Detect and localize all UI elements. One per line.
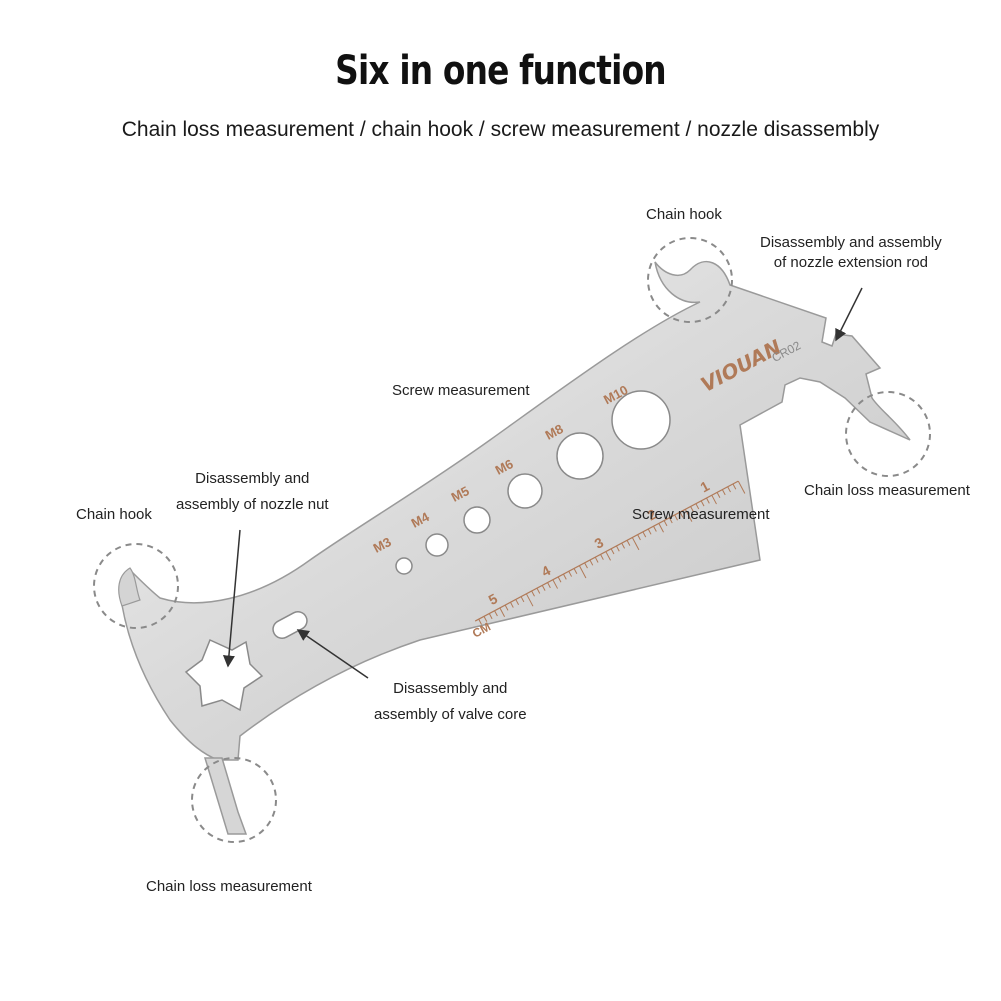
label-valve-core-line2: assembly of valve core: [374, 706, 527, 723]
ruler-tick: [658, 523, 664, 533]
arrow-nozzle-rod: [835, 287, 863, 342]
label-nozzle-rod-line1: Disassembly and assembly: [760, 234, 942, 251]
ruler-tick: [573, 568, 578, 574]
ruler-tick: [621, 542, 625, 549]
page-subtitle: Chain loss measurement / chain hook / sc…: [121, 118, 880, 141]
label-chain-loss-bottom: Chain loss measurement: [146, 878, 312, 895]
hole-m5: [463, 506, 491, 534]
highlight-chain-loss-right: [845, 391, 931, 477]
label-nozzle-nut-line2: assembly of nozzle nut: [176, 496, 329, 513]
ruler-tick: [488, 613, 493, 620]
ruler-tick: [483, 616, 488, 622]
ruler-tick: [536, 587, 541, 594]
hole-label-m8: M8: [543, 421, 566, 443]
label-chain-hook-top: Chain hook: [646, 206, 722, 223]
ruler-tick: [690, 506, 694, 513]
ruler-tick: [695, 503, 700, 510]
ruler-tick: [711, 494, 717, 505]
ruler-tick: [515, 599, 520, 605]
ruler-tick: [525, 593, 534, 607]
nozzle-nut-cutout: [184, 638, 264, 712]
label-nozzle-nut: Disassembly and assembly of nozzle nut: [176, 466, 329, 518]
ruler-tick: [478, 618, 482, 625]
ruler-tick: [499, 607, 506, 617]
screw-holes: [395, 390, 671, 575]
highlight-chain-hook-top: [647, 237, 733, 323]
ruler-tick: [700, 500, 705, 507]
label-valve-core: Disassembly and assembly of valve core: [374, 676, 527, 728]
ruler-tick: [594, 556, 599, 563]
ruler-tick: [626, 540, 631, 546]
ruler-tick: [615, 545, 620, 552]
ruler-tick: [737, 480, 746, 494]
hole-label-m5: M5: [449, 483, 472, 505]
ruler-tick: [706, 497, 710, 504]
ruler-tick: [494, 610, 498, 617]
highlight-chain-loss-bottom: [191, 757, 277, 843]
ruler-tick: [531, 590, 535, 597]
label-nozzle-nut-line1: Disassembly and: [195, 470, 310, 487]
label-nozzle-rod-line2: of nozzle extension rod: [773, 254, 928, 271]
ruler-tick: [600, 554, 604, 560]
chain-hook-left-tip: [118, 567, 141, 607]
ruler-tick: [557, 576, 562, 583]
page-title: Six in one function: [335, 48, 666, 94]
highlight-chain-hook-left: [93, 543, 179, 629]
hole-m6: [507, 473, 543, 509]
ruler-tick: [674, 514, 678, 521]
ruler-tick: [568, 571, 573, 577]
arrow-nozzle-nut: [222, 529, 241, 668]
ruler-tick: [663, 520, 668, 527]
ruler-tick: [578, 565, 587, 579]
label-chain-hook-left: Chain hook: [76, 506, 152, 523]
ruler-tick: [631, 537, 640, 551]
hole-m4: [425, 533, 449, 557]
ruler-tick: [721, 489, 726, 496]
ruler-tick: [679, 511, 684, 518]
hole-m10: [611, 390, 671, 450]
ruler-tick: [589, 559, 594, 566]
ruler-tick: [520, 596, 525, 603]
ruler-tick: [668, 517, 673, 524]
hole-m8: [556, 432, 604, 480]
hole-m3: [395, 557, 413, 575]
ruler-tick: [684, 509, 693, 522]
ruler-tick: [637, 534, 641, 541]
ruler-tick: [510, 602, 514, 608]
ruler-tick: [504, 604, 509, 611]
label-nozzle-rod: Disassembly and assembly of nozzle exten…: [760, 230, 942, 276]
label-screw-measurement-top: Screw measurement: [392, 382, 530, 399]
ruler-tick: [716, 492, 721, 498]
ruler-tick: [605, 551, 611, 561]
label-screw-measurement-ruler: Screw measurement: [632, 506, 770, 523]
ruler-tick: [642, 531, 647, 538]
valve-core-slot: [272, 611, 308, 639]
ruler-tick: [541, 585, 546, 591]
ruler-tick: [727, 486, 731, 493]
ruler-tick: [547, 582, 551, 589]
ruler-tick: [610, 548, 615, 555]
hole-label-m6: M6: [493, 456, 516, 478]
ruler-tick: [647, 528, 652, 535]
ruler-tick: [584, 562, 588, 569]
ruler-tick: [653, 525, 657, 532]
label-chain-loss-right: Chain loss measurement: [804, 482, 970, 499]
hole-label-m3: M3: [371, 534, 394, 556]
ruler-tick: [563, 573, 567, 580]
ruler-tick: [552, 579, 559, 589]
ruler-tick: [732, 483, 737, 490]
label-valve-core-line1: Disassembly and: [393, 680, 508, 697]
arrow-valve-core: [296, 629, 369, 679]
chain-checker-tab-bottom: [203, 757, 248, 835]
